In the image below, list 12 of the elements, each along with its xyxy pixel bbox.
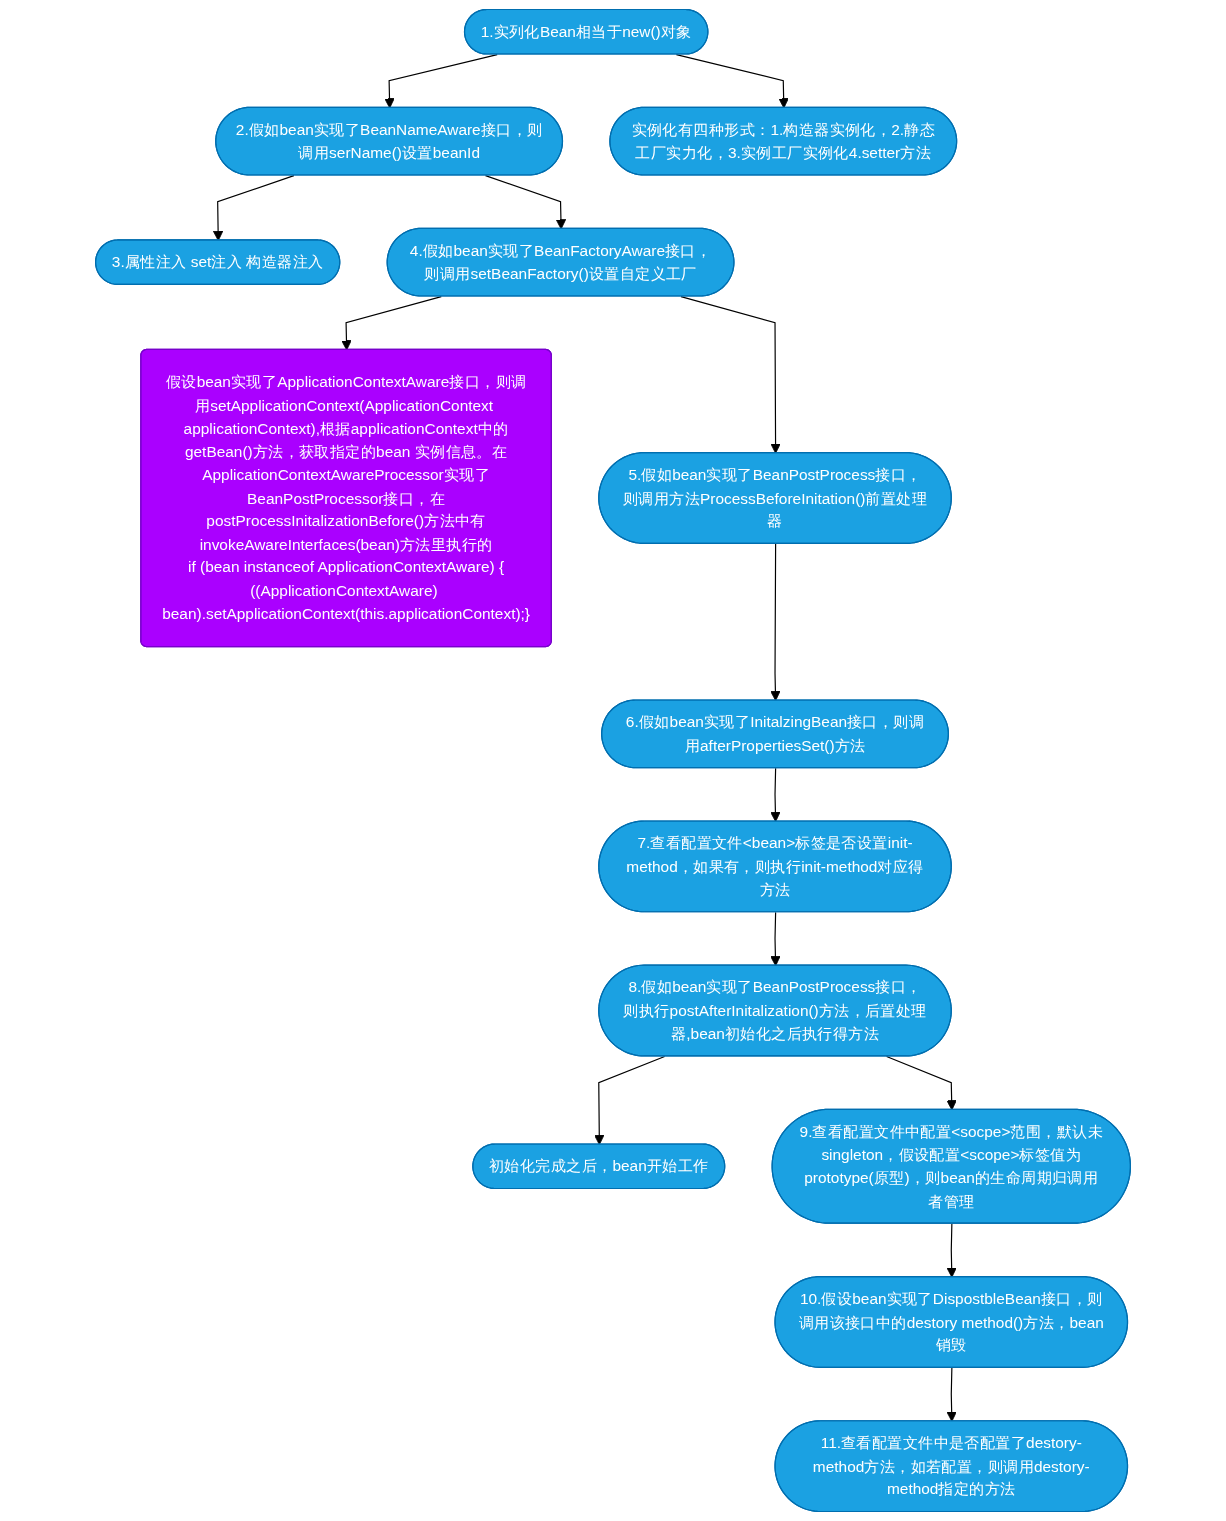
arrow: [675, 54, 789, 109]
arrow: [594, 1055, 666, 1146]
arrow: [484, 175, 567, 230]
arrow: [770, 911, 781, 967]
arrow: [341, 296, 442, 351]
arrow: [770, 767, 781, 823]
arrow: [212, 175, 295, 241]
arrow: [946, 1223, 957, 1278]
arrow: [886, 1055, 957, 1111]
arrow: [384, 54, 498, 109]
arrow: [946, 1367, 957, 1422]
arrow: [680, 296, 781, 454]
